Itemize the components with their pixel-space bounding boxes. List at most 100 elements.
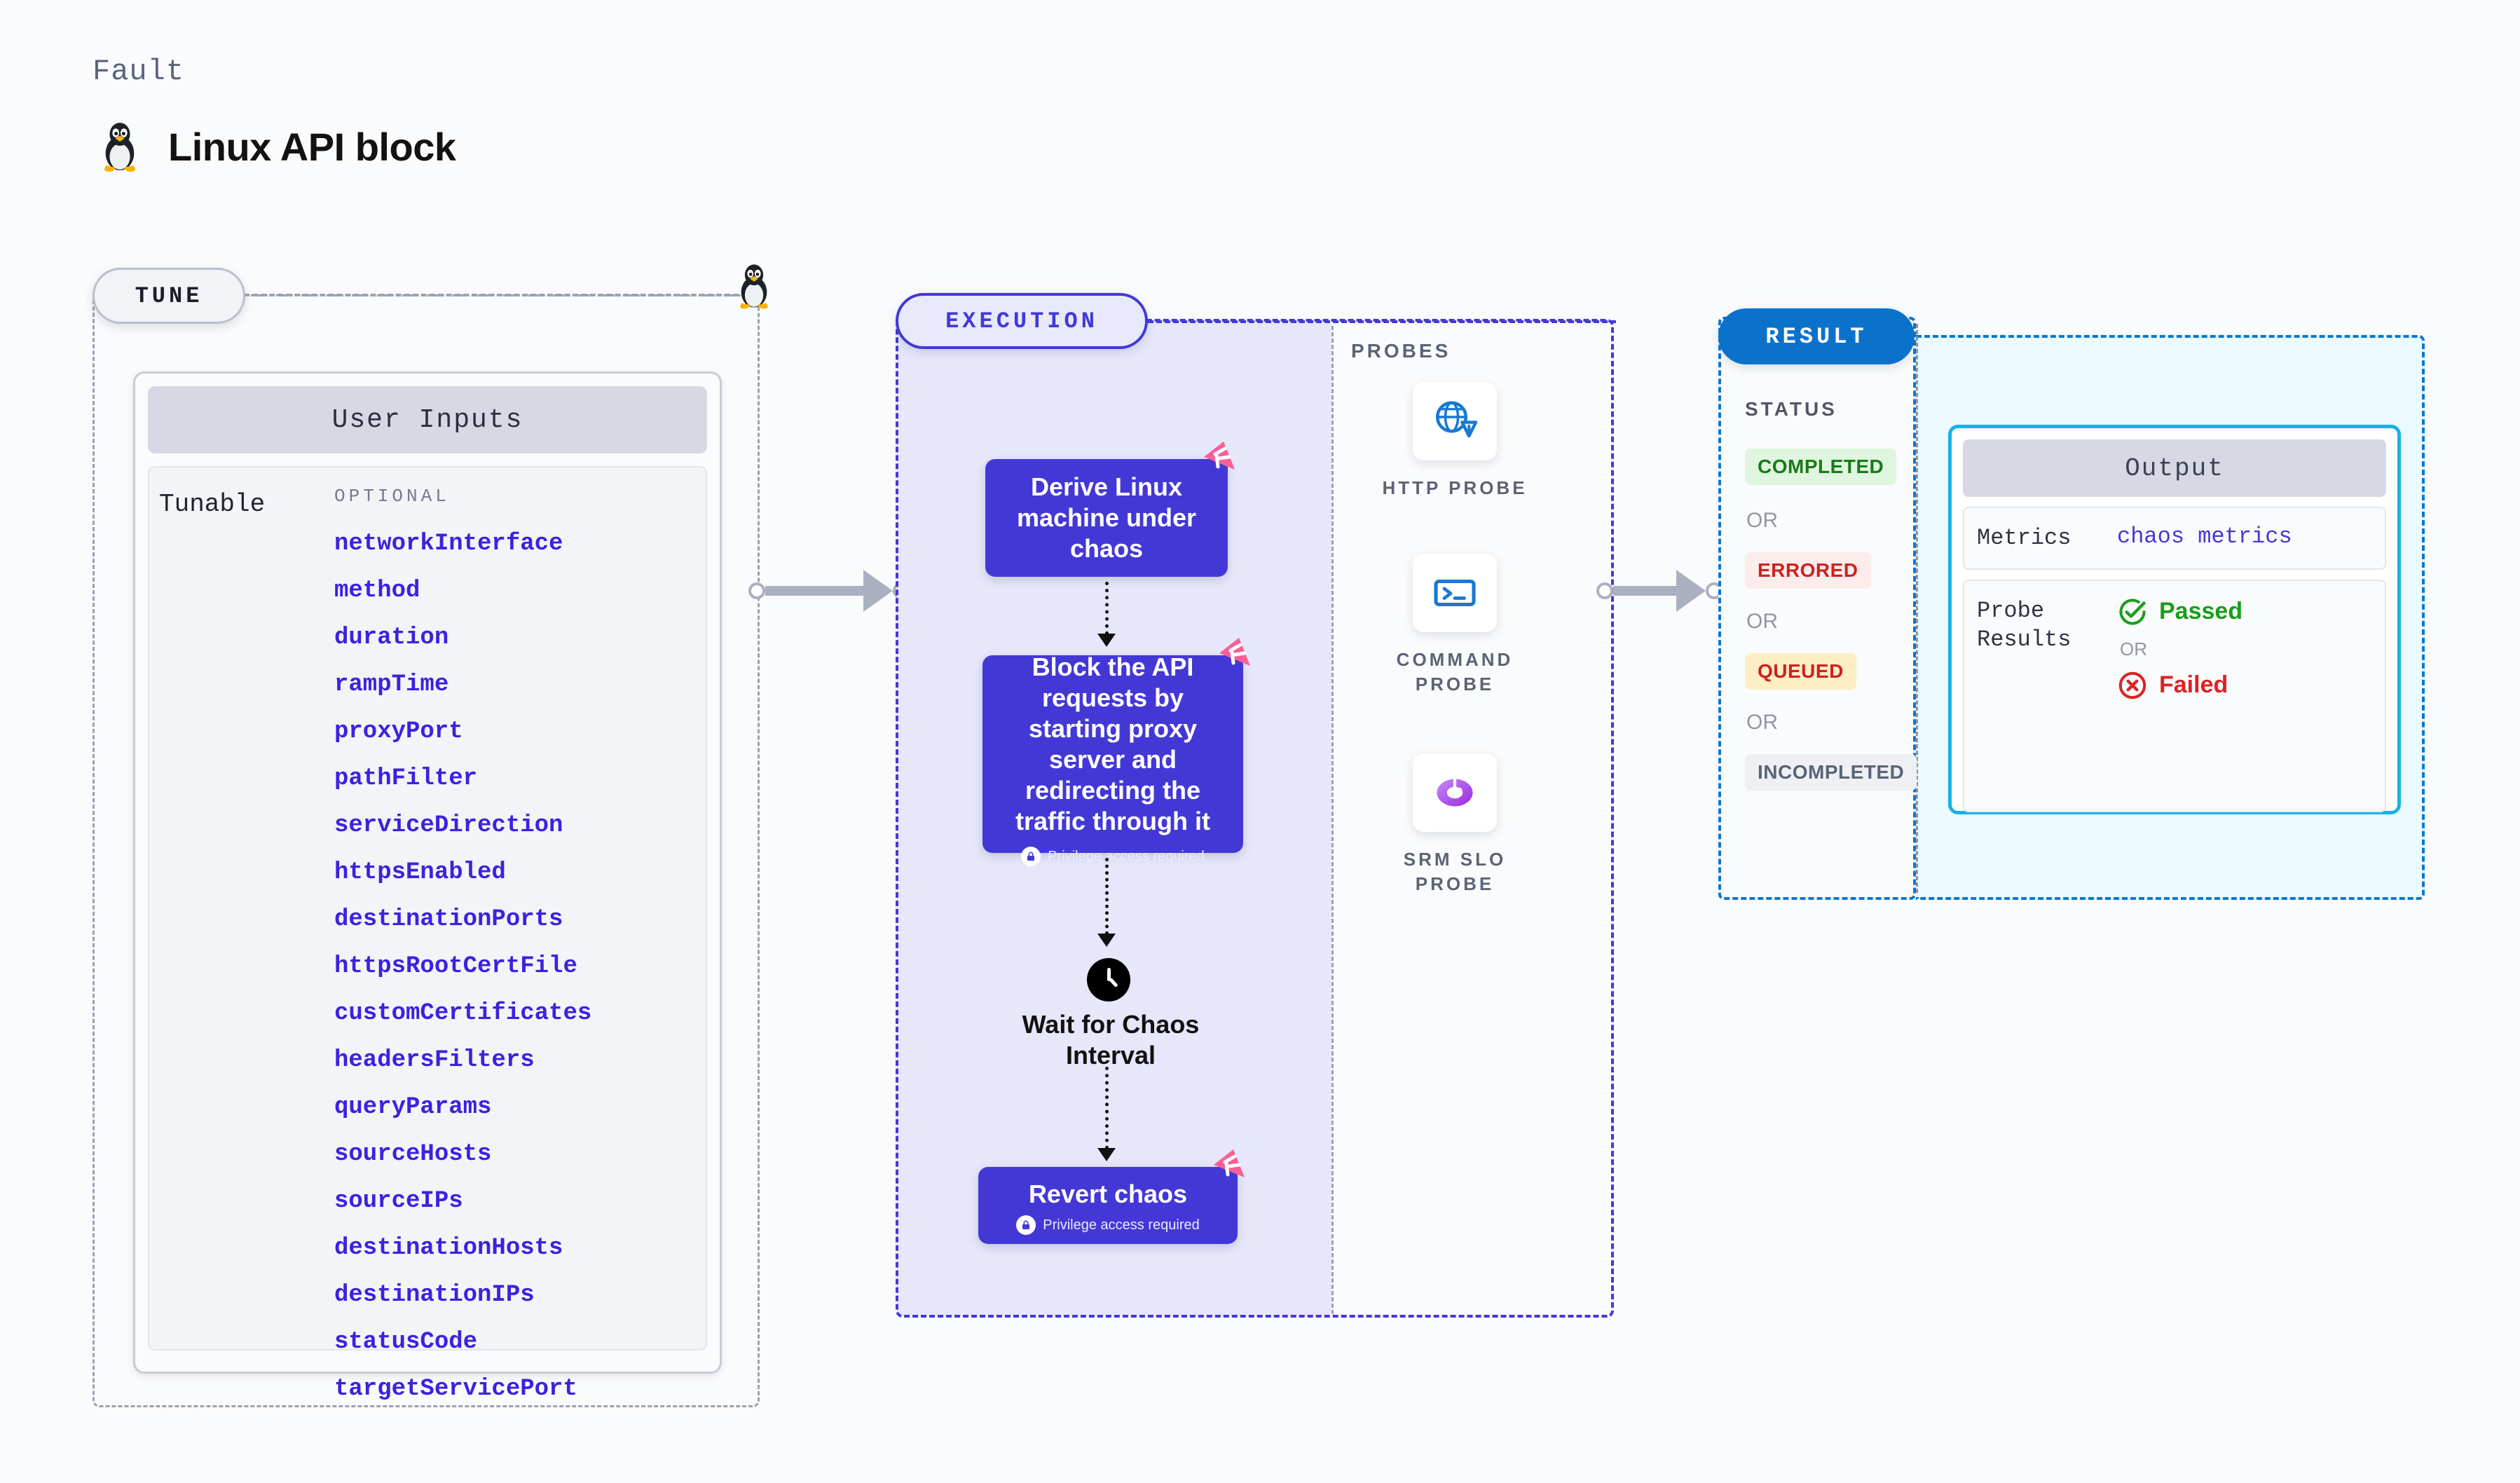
- tunable-param[interactable]: duration: [334, 624, 449, 651]
- tunable-label: Tunable: [159, 490, 266, 519]
- execution-node-revert-label: Revert chaos: [1028, 1180, 1188, 1209]
- execution-connector-dash: [1148, 320, 1616, 323]
- output-metrics-value[interactable]: chaos metrics: [2117, 524, 2292, 549]
- tunable-params-column: OPTIONAL networkInterface method duration r…: [334, 486, 700, 1402]
- tunable-param[interactable]: method: [334, 578, 420, 604]
- tunable-param[interactable]: queryParams: [334, 1094, 492, 1121]
- status-or-2: OR: [1746, 610, 1778, 633]
- connector-bar: [1613, 586, 1676, 596]
- page-title: Linux API block: [168, 124, 456, 169]
- status-badge-label: COMPLETED: [1758, 456, 1884, 477]
- tunable-param[interactable]: rampTime: [334, 671, 449, 698]
- probe-result-or: OR: [2120, 638, 2147, 660]
- flow-arrow-1: [1105, 582, 1109, 635]
- probe-result-failed: Failed: [2117, 670, 2242, 701]
- execution-node-wait-label: Wait for Chaos Interval: [1022, 1010, 1200, 1069]
- output-probe-values: Passed OR Failed: [2117, 596, 2242, 701]
- probe-srm-slo[interactable]: SRM SLO PROBE: [1375, 753, 1535, 896]
- probe-srm-slo-caption: SRM SLO PROBE: [1403, 849, 1507, 895]
- globe-warning-icon: [1436, 401, 1478, 438]
- tunable-param-list: networkInterface method duration rampTime pr…: [334, 531, 700, 1402]
- tunable-param[interactable]: networkInterface: [334, 531, 563, 557]
- probe-result-passed-label: Passed: [2159, 598, 2243, 625]
- probes-section-label: PROBES: [1351, 340, 1451, 362]
- privilege-badge: Privilege access required: [1021, 846, 1205, 866]
- result-divider: [1916, 324, 1918, 893]
- execution-node-block[interactable]: Block the API requests by starting proxy…: [982, 652, 1243, 866]
- execution-node-derive[interactable]: Derive Linux machine under chaos: [985, 459, 1228, 577]
- probe-tile: [1413, 382, 1497, 460]
- lock-icon: [1016, 1215, 1036, 1235]
- status-badge-label: INCOMPLETED: [1758, 761, 1905, 783]
- status-badge-incompleted: INCOMPLETED: [1745, 754, 1917, 791]
- execution-pill[interactable]: EXECUTION: [896, 293, 1148, 349]
- tunable-param[interactable]: destinationIPs: [334, 1282, 535, 1308]
- flow-arrowhead-2: [1097, 934, 1116, 947]
- connector-arrowhead: [1676, 570, 1706, 612]
- tunable-param[interactable]: headersFilters: [334, 1047, 535, 1074]
- x-circle-icon: [2118, 671, 2146, 699]
- tunable-param[interactable]: customCertificates: [334, 1000, 592, 1027]
- user-inputs-card: User Inputs Tunable OPTIONAL networkInte…: [133, 371, 722, 1402]
- tunable-param[interactable]: sourceHosts: [334, 1141, 492, 1168]
- status-badge-completed: COMPLETED: [1745, 449, 1897, 485]
- status-badge-queued: QUEUED: [1745, 653, 1856, 690]
- tunable-param[interactable]: httpsRootCertFile: [334, 953, 577, 980]
- output-metrics-row: Metrics chaos metrics: [1963, 507, 2386, 570]
- connector-tune-to-execution: [748, 570, 910, 612]
- page-title-row: Linux API block: [98, 119, 456, 174]
- probes-divider: [1331, 326, 1334, 1314]
- slo-donut-check-icon: [1437, 778, 1473, 807]
- tunable-param[interactable]: destinationHosts: [334, 1235, 563, 1262]
- tunable-param[interactable]: httpsEnabled: [334, 859, 506, 886]
- tunable-param[interactable]: sourceIPs: [334, 1188, 463, 1215]
- status-badge-label: QUEUED: [1758, 660, 1844, 682]
- connector-arrowhead: [863, 570, 893, 612]
- privilege-badge-label: Privilege access required: [1043, 1217, 1200, 1233]
- tunable-param[interactable]: statusCode: [334, 1329, 478, 1355]
- status-badge-errored: ERRORED: [1745, 552, 1871, 589]
- terminal-icon: [1434, 579, 1476, 607]
- probe-http[interactable]: HTTP PROBE: [1375, 382, 1535, 500]
- connector-execution-to-result: [1596, 570, 1723, 612]
- flow-arrowhead-1: [1097, 634, 1116, 647]
- tunable-param[interactable]: pathFilter: [334, 765, 478, 792]
- output-title: Output: [1963, 439, 2386, 497]
- result-status-region: [1718, 317, 1916, 900]
- tunable-param[interactable]: serviceDirection: [334, 812, 563, 839]
- probe-result-passed: Passed: [2117, 596, 2242, 627]
- execution-node-derive-label: Derive Linux machine under chaos: [1016, 472, 1197, 563]
- tunable-param[interactable]: targetServicePort: [334, 1376, 577, 1402]
- probe-http-caption: HTTP PROBE: [1382, 477, 1528, 498]
- result-pill[interactable]: RESULT: [1718, 308, 1915, 364]
- probe-tile: [1413, 554, 1497, 632]
- tunable-param[interactable]: destinationPorts: [334, 906, 563, 933]
- connector-bar: [765, 586, 863, 596]
- output-metrics-key: Metrics: [1977, 525, 2072, 551]
- flow-arrow-3: [1105, 1067, 1109, 1149]
- clock-icon: [1087, 958, 1130, 1002]
- probe-command[interactable]: COMMAND PROBE: [1375, 554, 1535, 697]
- probe-tile: [1413, 753, 1497, 832]
- execution-node-block-label: Block the API requests by starting proxy…: [1015, 652, 1210, 835]
- lock-icon: [1021, 846, 1041, 866]
- probe-command-caption: COMMAND PROBE: [1396, 649, 1514, 695]
- tune-penguin-icon: [740, 264, 768, 309]
- status-or-3: OR: [1746, 711, 1778, 734]
- user-inputs-title: User Inputs: [148, 386, 707, 453]
- linux-penguin-icon: [104, 123, 135, 172]
- status-or-1: OR: [1746, 509, 1778, 532]
- tunable-param[interactable]: proxyPort: [334, 718, 463, 745]
- check-circle-icon: [2119, 599, 2146, 625]
- privilege-badge-label: Privilege access required: [1048, 848, 1205, 864]
- optional-label: OPTIONAL: [334, 486, 450, 507]
- status-badge-label: ERRORED: [1758, 559, 1858, 581]
- flow-arrow-2: [1105, 858, 1109, 935]
- connector-start-dot: [748, 582, 765, 599]
- tune-pill[interactable]: TUNE: [93, 268, 245, 324]
- execution-node-revert[interactable]: Revert chaos Privilege access required: [978, 1167, 1238, 1244]
- probe-result-failed-label: Failed: [2159, 671, 2228, 699]
